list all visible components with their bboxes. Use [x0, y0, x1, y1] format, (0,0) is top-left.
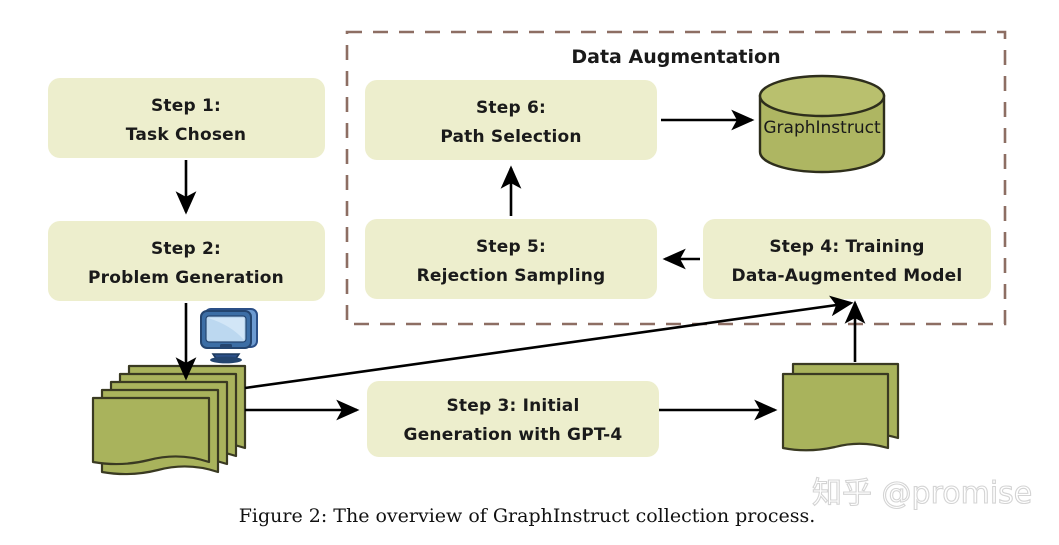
arrow-document-stack-left-to-step4	[244, 295, 854, 390]
document-stack-left[interactable]	[91, 364, 247, 476]
database-cylinder-top	[758, 74, 886, 118]
computer-monitor-icon	[200, 308, 258, 364]
document-sheet-1	[91, 396, 211, 466]
step-6-box[interactable]: Step 6: Path Selection	[365, 80, 657, 160]
step-5-box-shape	[365, 219, 657, 299]
database-label: GraphInstruct	[763, 118, 881, 138]
step-6-label-line2: Path Selection	[440, 127, 581, 147]
watermark: 知乎 @promise	[812, 476, 1032, 511]
step-5-label-line1: Step 5:	[476, 237, 546, 257]
step-3-label-line1: Step 3: Initial	[446, 396, 579, 416]
step-4-box-shape	[703, 219, 991, 299]
document-stack-right[interactable]	[781, 362, 900, 452]
step-3-box[interactable]: Step 3: Initial Generation with GPT-4	[367, 381, 659, 457]
database-cylinder-icon[interactable]: GraphInstruct	[758, 74, 886, 174]
step-5-label-line2: Rejection Sampling	[417, 266, 606, 286]
step-6-box-shape	[365, 80, 657, 160]
monitor-base	[210, 356, 242, 364]
step-2-label-line2: Problem Generation	[88, 268, 284, 288]
step-3-box-shape	[367, 381, 659, 457]
step-5-box[interactable]: Step 5: Rejection Sampling	[365, 219, 657, 299]
monitor-neck	[220, 344, 232, 348]
step-6-label-line1: Step 6:	[476, 98, 546, 118]
step-1-box-shape	[48, 78, 325, 158]
data-augmentation-group-frame	[345, 30, 1007, 326]
step-4-label-line1: Step 4: Training	[769, 237, 924, 257]
document-right-sheet-1	[781, 372, 890, 452]
step-4-label-line2: Data-Augmented Model	[732, 266, 963, 286]
database-cylinder-body	[758, 94, 886, 174]
step-1-box[interactable]: Step 1: Task Chosen	[48, 78, 325, 158]
step-4-box[interactable]: Step 4: Training Data-Augmented Model	[703, 219, 991, 299]
step-3-label-line2: Generation with GPT-4	[404, 425, 623, 445]
step-2-box[interactable]: Step 2: Problem Generation	[48, 221, 325, 301]
step-2-box-shape	[48, 221, 325, 301]
figure-caption: Figure 2: The overview of GraphInstruct …	[239, 505, 816, 527]
monitor-screen-glare	[208, 318, 244, 340]
data-augmentation-title: Data Augmentation	[571, 46, 780, 68]
step-2-label-line1: Step 2:	[151, 239, 221, 259]
step-1-label-line1: Step 1:	[151, 96, 221, 116]
step-1-label-line2: Task Chosen	[126, 125, 246, 145]
